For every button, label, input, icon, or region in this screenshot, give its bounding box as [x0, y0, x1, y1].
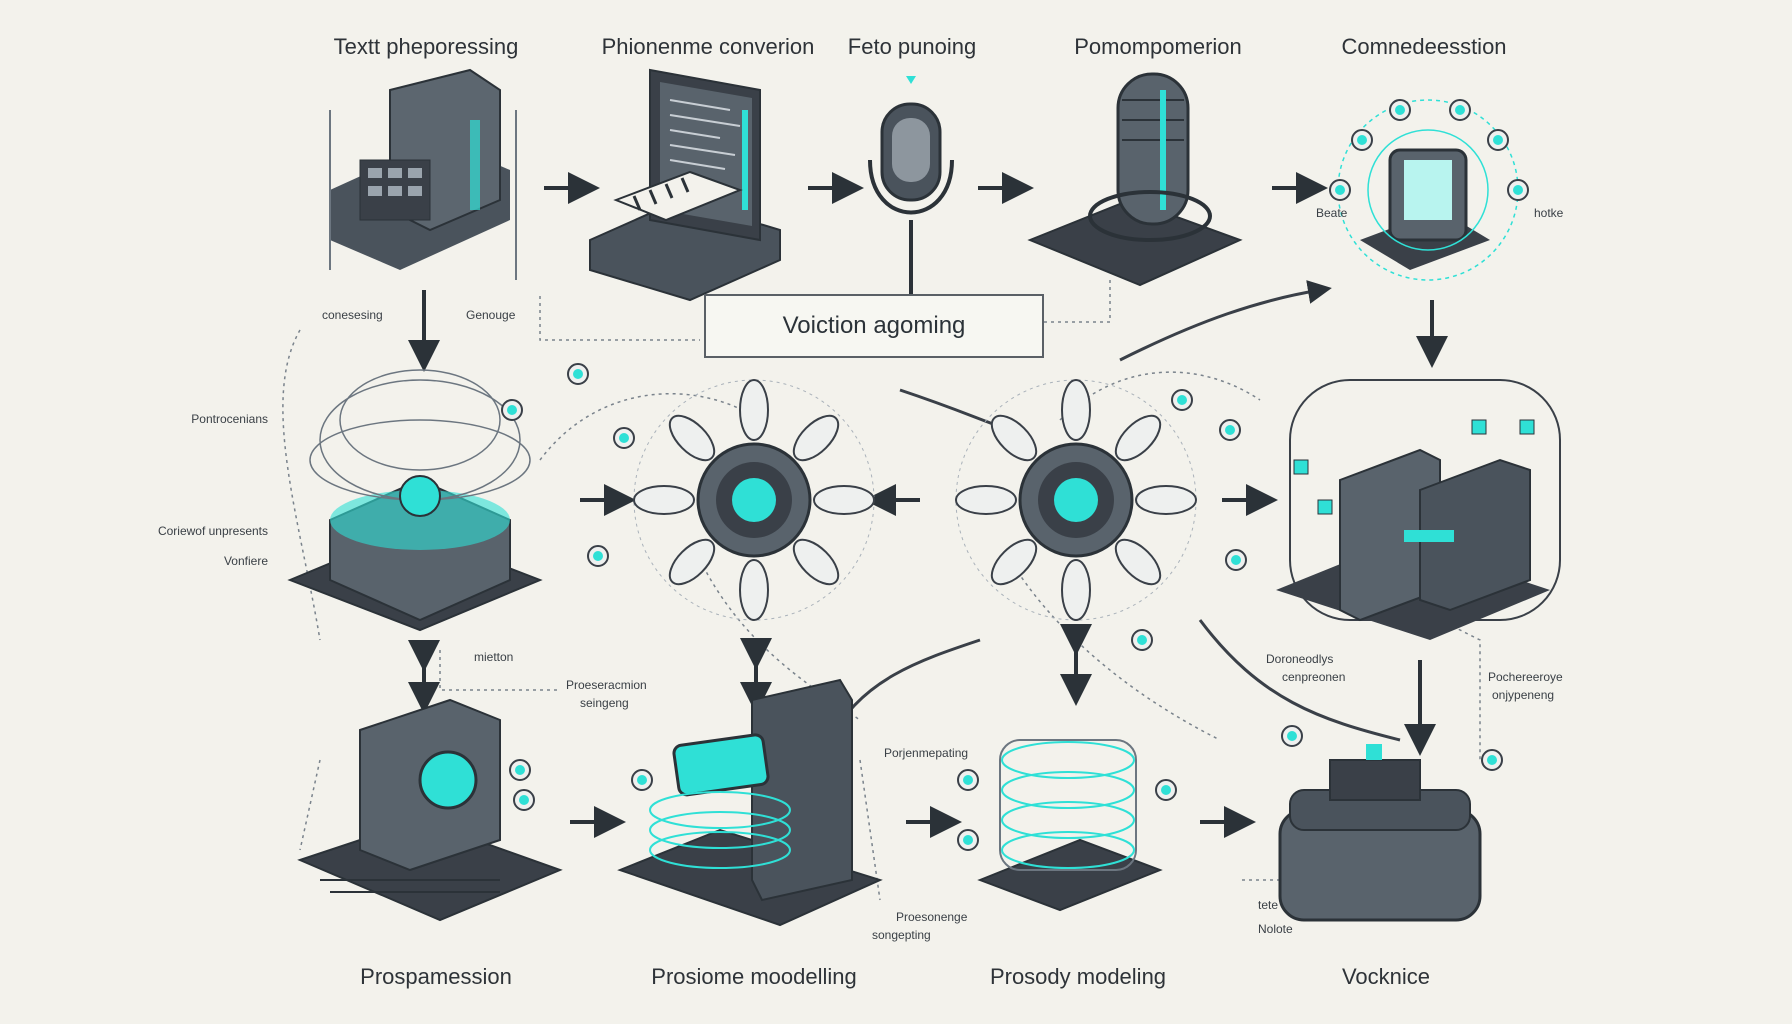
stage-title-pronunciation: Pomompomerion [1074, 34, 1242, 59]
stage-title-prosiome-modelling: Prosiome moodelling [651, 964, 857, 989]
teal-nodes [501, 363, 1503, 851]
label-conesing: conesesing [322, 308, 383, 322]
label-vonliere: Vonfiere [223, 554, 268, 568]
label-context-unpresents: Coriewof unpresents [157, 524, 268, 538]
text-preprocessing-device [329, 68, 517, 280]
label-nolote: Nolote [1258, 922, 1293, 936]
label-beate: Beate [1316, 206, 1348, 220]
label-doronmeodlys: Doroneodlys [1266, 652, 1334, 666]
flow-arrows [408, 172, 1448, 838]
label-gonouge: Genouge [466, 308, 516, 322]
prosody-hologram-machine [287, 369, 543, 632]
pronunciation-device [1027, 72, 1243, 287]
label-seingeng: seingeng [580, 696, 629, 710]
teal-node-cores [507, 369, 1497, 845]
voice-banner: Voiction agoming [704, 294, 1044, 358]
label-pocheroye: Pochereeroye [1488, 670, 1563, 684]
vocknice-device [1278, 744, 1482, 922]
prosiome-modelling-device [617, 678, 883, 927]
label-proeseracmion: Proeseracmion [566, 678, 647, 692]
double-arrows [408, 624, 1092, 714]
prosody-modeling-device [977, 739, 1163, 912]
label-pontrocenians: Pontrocenians [191, 412, 268, 426]
label-hotke: hotke [1534, 206, 1564, 220]
neural-node-left [633, 379, 875, 621]
label-onppeneng: onjypeneng [1492, 688, 1555, 702]
microphone-device [868, 76, 954, 296]
stage-title-vocknice: Vocknice [1341, 964, 1431, 989]
stage-title-feto-punoing: Feto punoing [847, 34, 977, 59]
neural-node-right [955, 379, 1197, 621]
label-cenpreonen: cenpreonen [1282, 670, 1346, 684]
label-tete: tete [1258, 898, 1279, 912]
stage-title-prosody-modeling: Prosody modeling [989, 964, 1167, 989]
label-mietton: mietton [474, 650, 514, 664]
label-songepting: songepting [872, 928, 931, 942]
stage-title-text-preprocessing: Textt pheporessing [333, 34, 519, 59]
stage-title-compression: Comnedeesstion [1341, 34, 1507, 59]
label-porjemnpating: Porjenmepating [884, 746, 969, 760]
stage-title-phoneme-conversion: Phionenme converion [601, 34, 815, 59]
server-cluster [1276, 379, 1561, 640]
compression-device [1329, 99, 1529, 281]
stage-title-prosparmession: Prospamession [360, 964, 512, 989]
label-proesonenge: Proesonenge [896, 910, 968, 924]
phoneme-conversion-computer [589, 68, 781, 302]
prosparmession-device [297, 698, 563, 922]
